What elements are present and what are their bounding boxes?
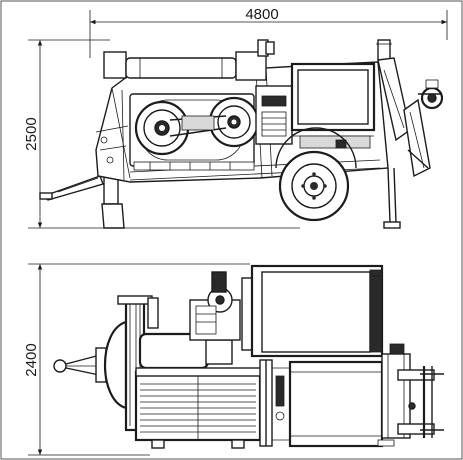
side-view: [39, 39, 444, 229]
engine-block: [255, 85, 293, 145]
top-radiator: [134, 367, 267, 449]
top-fuel-tank: [138, 332, 233, 370]
bullwheel-assembly: [129, 93, 260, 171]
length-dimension-label: 4800: [245, 6, 278, 23]
top-drawbar: [53, 347, 126, 383]
top-rear-sheave: [377, 343, 444, 447]
rear-stand: [383, 167, 401, 229]
rear-boom: [376, 39, 444, 178]
top-control-cabinet: [250, 264, 384, 358]
exhaust-muffler: [103, 39, 275, 81]
control-cabinet: [290, 62, 376, 149]
height-dimension-label: 2500: [23, 117, 40, 150]
top-frame: [259, 359, 384, 448]
top-engine: [189, 271, 253, 351]
top-cable-drum: [103, 295, 159, 432]
dimension-length: 4800: [89, 6, 448, 58]
dimension-width: 2400: [23, 263, 250, 456]
top-view: [53, 264, 444, 449]
width-dimension-label: 2400: [23, 343, 40, 376]
trailer-wheel: [275, 127, 357, 222]
front-jack: [101, 175, 125, 229]
drawbar: [39, 175, 104, 201]
